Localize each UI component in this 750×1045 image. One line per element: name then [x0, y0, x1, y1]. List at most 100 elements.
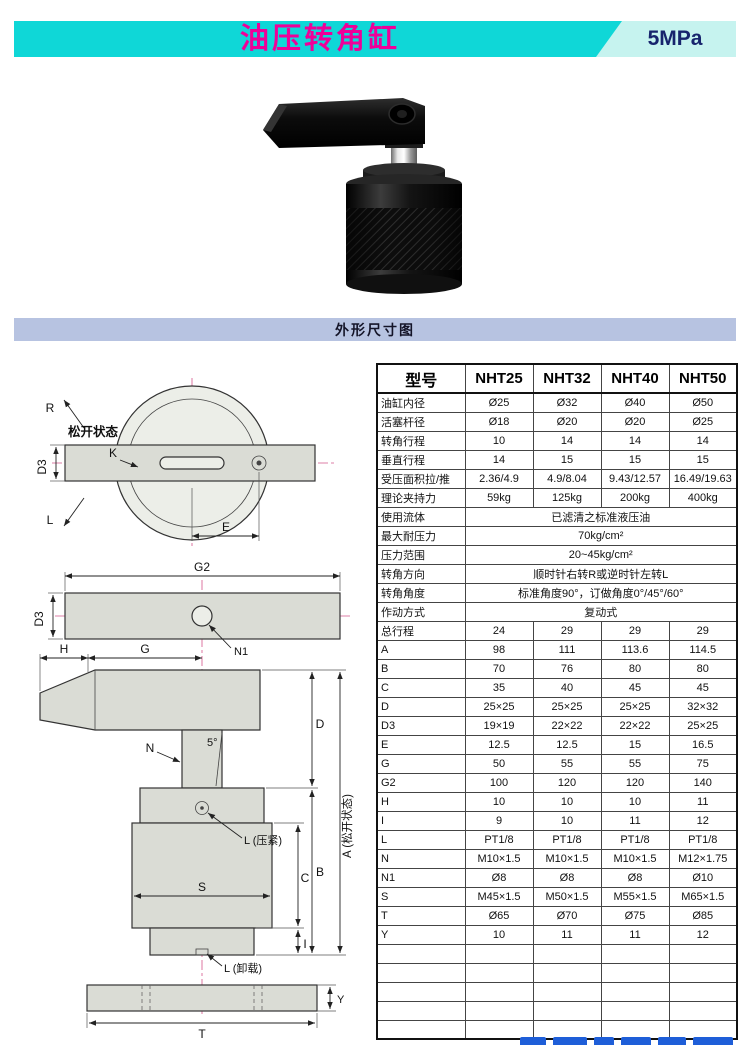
- row-label: A: [376, 639, 466, 660]
- pressure-badge: 5MPa: [596, 21, 736, 57]
- row-value: 10: [532, 791, 602, 812]
- dim-d-label: D: [316, 717, 325, 731]
- pressure-value: 5MPa: [647, 27, 703, 50]
- logo-glyph: [658, 1037, 686, 1045]
- col-header-nht40: NHT40: [600, 363, 670, 394]
- row-value: Ø65: [464, 905, 534, 926]
- row-value: 113.6: [600, 639, 670, 660]
- row-value: 10: [464, 430, 534, 451]
- table-empty-row: [376, 943, 738, 964]
- empty-cell: [376, 1000, 466, 1021]
- logo-glyph: [553, 1037, 587, 1045]
- row-label: 活塞杆径: [376, 411, 466, 432]
- rotation-l-label: L: [47, 513, 54, 527]
- empty-cell: [376, 981, 466, 1002]
- row-value: 50: [464, 753, 534, 774]
- row-value: M55×1.5: [600, 886, 670, 907]
- row-value: 11: [600, 810, 670, 831]
- dim-g-label: G: [140, 642, 149, 656]
- row-value-span: 20~45kg/cm²: [464, 544, 738, 565]
- row-label: N1: [376, 867, 466, 888]
- row-value: 9.43/12.57: [600, 468, 670, 489]
- row-label: 总行程: [376, 620, 466, 641]
- logo-glyph: [693, 1037, 733, 1045]
- row-value: Ø20: [600, 411, 670, 432]
- row-value: 140: [668, 772, 738, 793]
- row-value: 15: [532, 449, 602, 470]
- row-label: C: [376, 677, 466, 698]
- dim-h-label: H: [60, 642, 69, 656]
- dim-g2-label: G2: [194, 560, 210, 574]
- section-bar: 外形尺寸图: [14, 318, 736, 341]
- row-value-span: 复动式: [464, 601, 738, 622]
- empty-cell: [668, 981, 738, 1002]
- row-value: M10×1.5: [532, 848, 602, 869]
- row-label: 受压面积拉/推: [376, 468, 466, 489]
- row-value: 4.9/8.04: [532, 468, 602, 489]
- row-value: 120: [532, 772, 602, 793]
- dim-i-label: I: [303, 937, 306, 951]
- table-header-row: 型号 NHT25 NHT32 NHT40 NHT50: [376, 363, 738, 394]
- table-empty-row: [376, 1019, 738, 1040]
- row-value: 10: [464, 791, 534, 812]
- page-header: 油压转角缸 5MPa: [14, 21, 736, 57]
- row-value: M12×1.75: [668, 848, 738, 869]
- row-value: PT1/8: [600, 829, 670, 850]
- row-value-span: 已滤清之标准液压油: [464, 506, 738, 527]
- row-label: L: [376, 829, 466, 850]
- row-value: 19×19: [464, 715, 534, 736]
- empty-cell: [532, 981, 602, 1002]
- row-value: 15: [600, 734, 670, 755]
- col-header-nht32: NHT32: [532, 363, 602, 394]
- row-value: 80: [668, 658, 738, 679]
- empty-cell: [464, 962, 534, 983]
- port-unload-label: L (卸载): [224, 961, 262, 975]
- row-value: Ø20: [532, 411, 602, 432]
- row-label: H: [376, 791, 466, 812]
- row-value-span: 顺时针右转R或逆时针左转L: [464, 563, 738, 584]
- row-label: S: [376, 886, 466, 907]
- clamp-arm: [263, 98, 425, 148]
- release-state-label: 松开状态: [68, 424, 119, 439]
- col-header-nht25: NHT25: [464, 363, 534, 394]
- dim-k-label: K: [109, 446, 117, 460]
- row-value: 80: [600, 658, 670, 679]
- row-label: G: [376, 753, 466, 774]
- row-value: 25×25: [532, 696, 602, 717]
- row-value: 200kg: [600, 487, 670, 508]
- row-label: B: [376, 658, 466, 679]
- row-label: N: [376, 848, 466, 869]
- empty-cell: [376, 943, 466, 964]
- row-label: 油缸内径: [376, 392, 466, 413]
- row-value: 2.36/4.9: [464, 468, 534, 489]
- row-value: PT1/8: [464, 829, 534, 850]
- empty-cell: [464, 981, 534, 1002]
- row-label: E: [376, 734, 466, 755]
- row-value: Ø85: [668, 905, 738, 926]
- row-value: 55: [532, 753, 602, 774]
- empty-cell: [600, 943, 670, 964]
- row-value: 9: [464, 810, 534, 831]
- row-value: Ø32: [532, 392, 602, 413]
- row-value: M65×1.5: [668, 886, 738, 907]
- rotation-r-label: R: [46, 401, 55, 415]
- dim-y-label: Y: [337, 994, 345, 1006]
- row-value: PT1/8: [532, 829, 602, 850]
- row-value: 400kg: [668, 487, 738, 508]
- dim-d3-front-label: D3: [32, 611, 46, 627]
- row-value: Ø18: [464, 411, 534, 432]
- row-value: 75: [668, 753, 738, 774]
